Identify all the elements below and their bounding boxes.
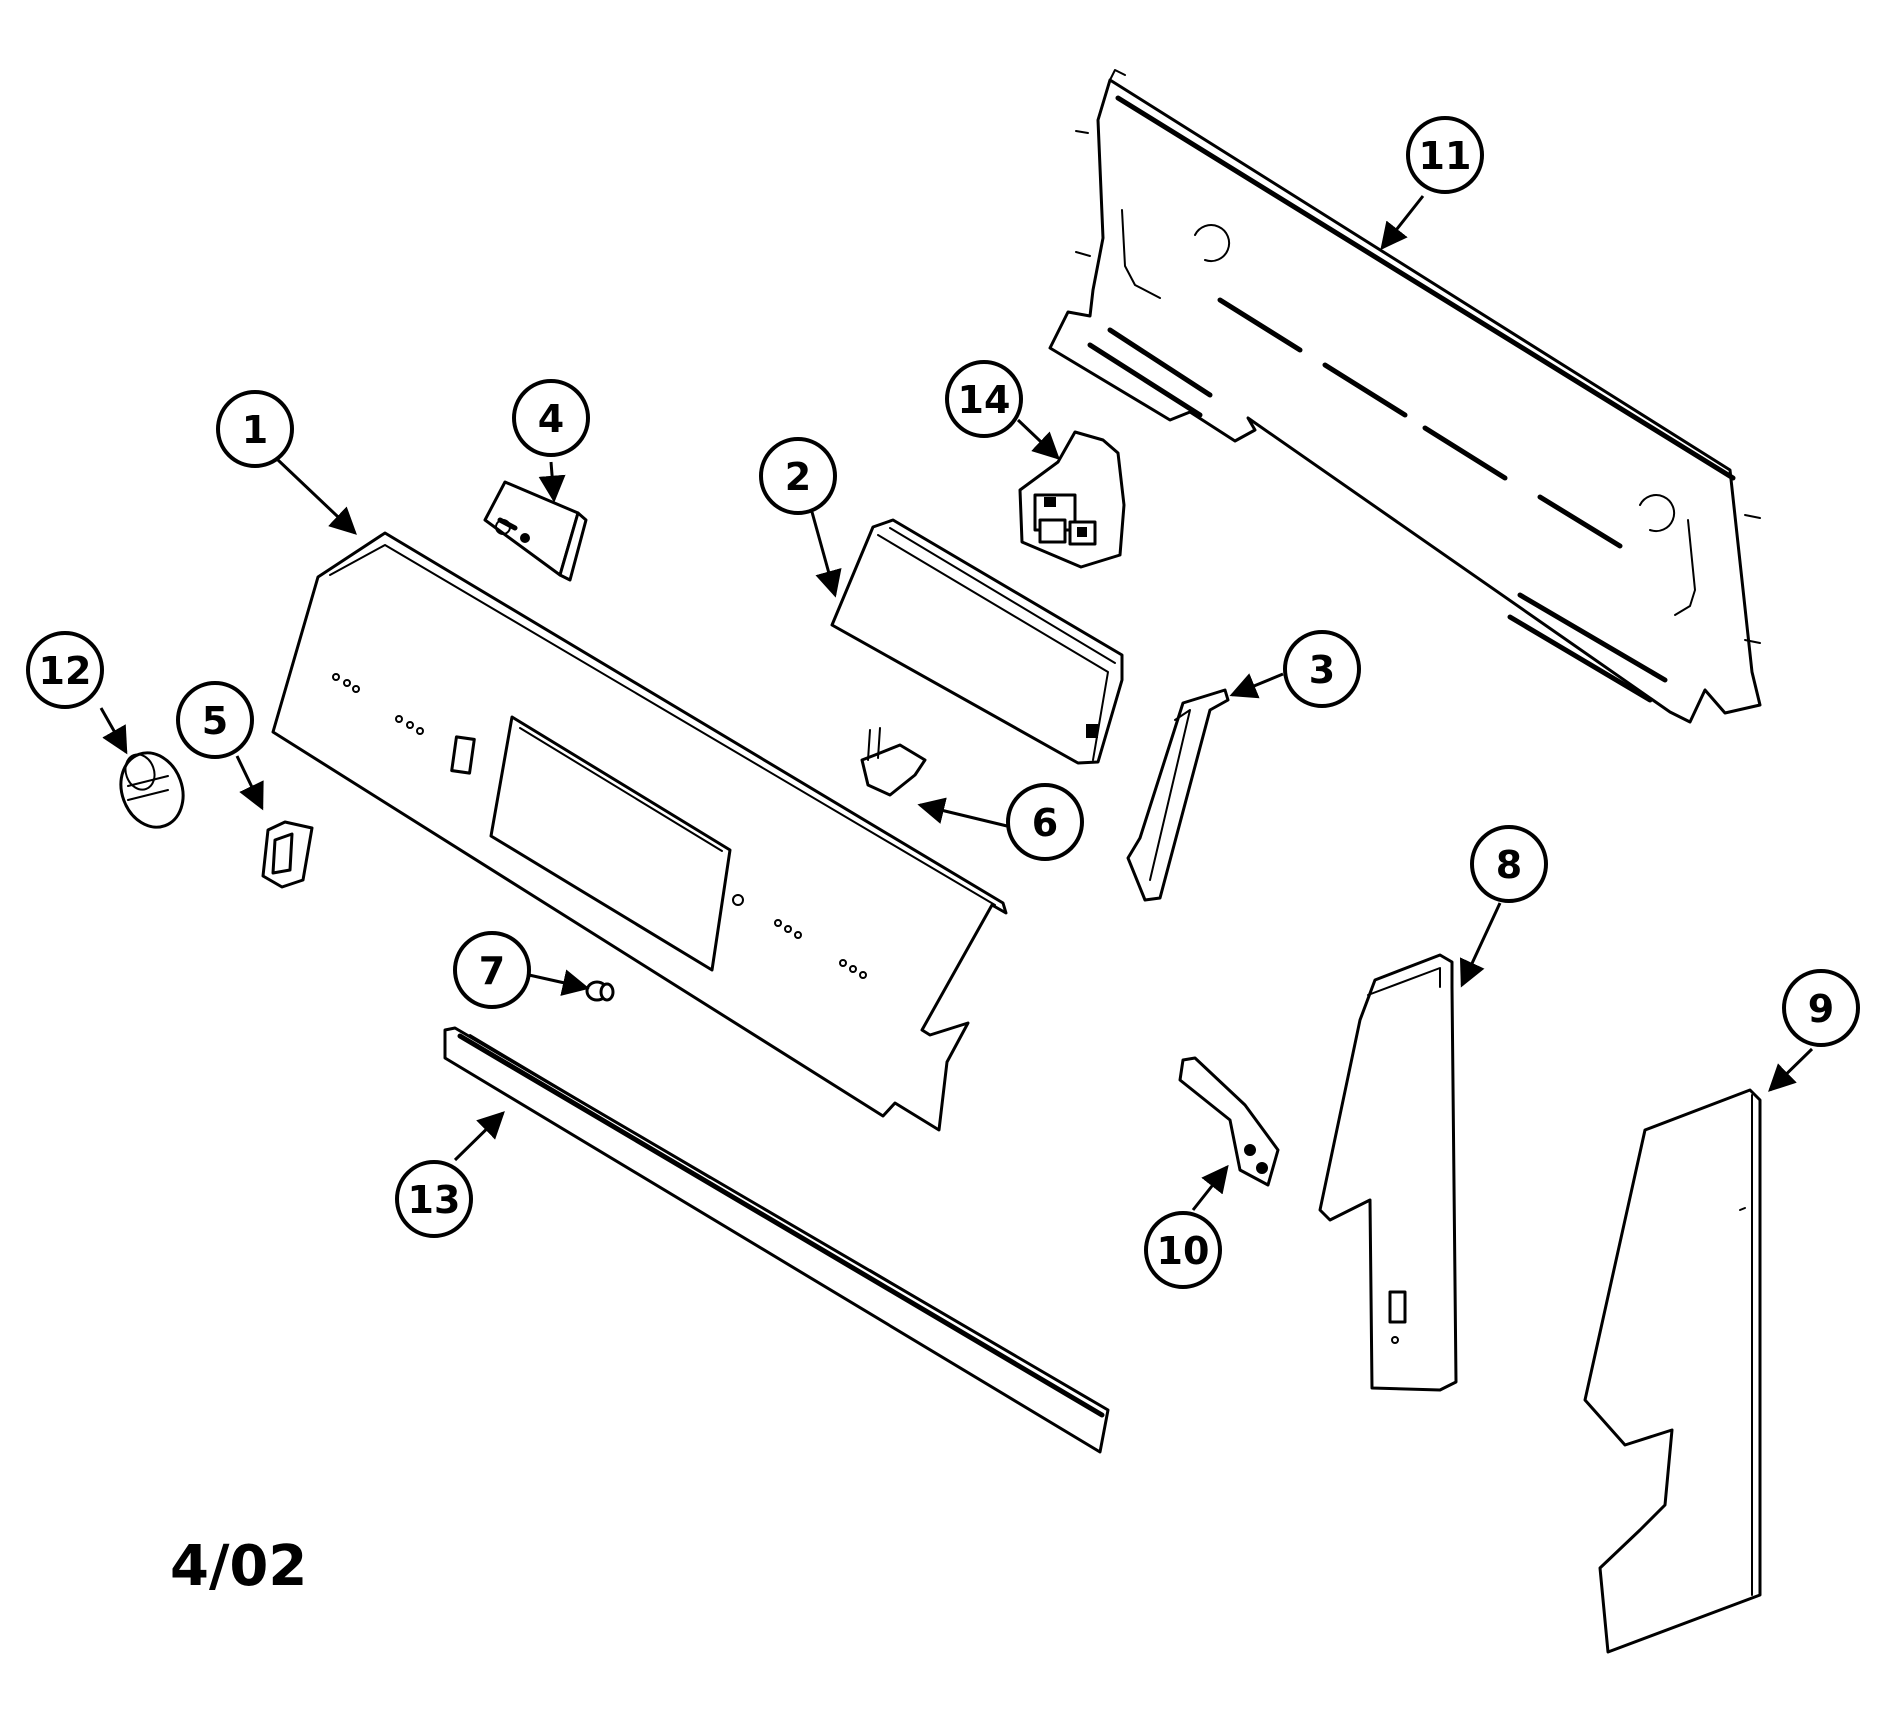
part-2-electronic-control (830, 518, 1124, 765)
part-7-indicator-light (585, 980, 615, 1002)
svg-text:10: 10 (1157, 1229, 1210, 1273)
callout-12: 12 (26, 631, 104, 709)
callout-11: 11 (1406, 116, 1484, 194)
callout-5: 5 (176, 681, 254, 759)
part-5-rocker-switch (261, 820, 314, 889)
part-9-side-trim (1583, 1088, 1762, 1654)
part-1-control-panel (271, 531, 1008, 1132)
part-13-trim-strip (443, 1026, 1110, 1454)
svg-text:14: 14 (958, 378, 1011, 422)
svg-text:2: 2 (785, 455, 811, 499)
part-6-clip (860, 727, 927, 797)
svg-text:7: 7 (479, 949, 505, 993)
callout-9: 9 (1782, 969, 1860, 1047)
callout-6: 6 (1006, 783, 1084, 861)
part-12-knob (119, 751, 185, 829)
svg-text:8: 8 (1496, 843, 1522, 887)
svg-text:5: 5 (202, 699, 228, 743)
svg-text:12: 12 (39, 649, 92, 693)
svg-text:6: 6 (1032, 801, 1058, 845)
svg-text:1: 1 (242, 408, 268, 452)
svg-text:9: 9 (1808, 987, 1834, 1031)
part-10-small-bracket (1178, 1056, 1280, 1187)
callout-14: 14 (945, 360, 1023, 438)
callout-3: 3 (1283, 630, 1361, 708)
callout-2: 2 (759, 437, 837, 515)
callout-7: 7 (453, 931, 531, 1009)
callout-8: 8 (1470, 825, 1548, 903)
part-11-rear-panel (1048, 69, 1762, 724)
svg-text:11: 11 (1419, 134, 1472, 178)
part-4-switch (483, 480, 588, 582)
part-3-bracket (1126, 688, 1230, 902)
callout-10: 10 (1144, 1211, 1222, 1289)
svg-text:4: 4 (538, 397, 564, 441)
svg-text:13: 13 (408, 1178, 461, 1222)
callout-1: 1 (216, 390, 294, 468)
part-8-side-trim (1318, 953, 1458, 1392)
leader-lines (99, 195, 1814, 1211)
date-code: 4/02 (170, 1534, 307, 1599)
callout-13: 13 (395, 1160, 473, 1238)
svg-text:3: 3 (1309, 648, 1335, 692)
part-14-terminal-block (1018, 430, 1126, 569)
callout-4: 4 (512, 379, 590, 457)
